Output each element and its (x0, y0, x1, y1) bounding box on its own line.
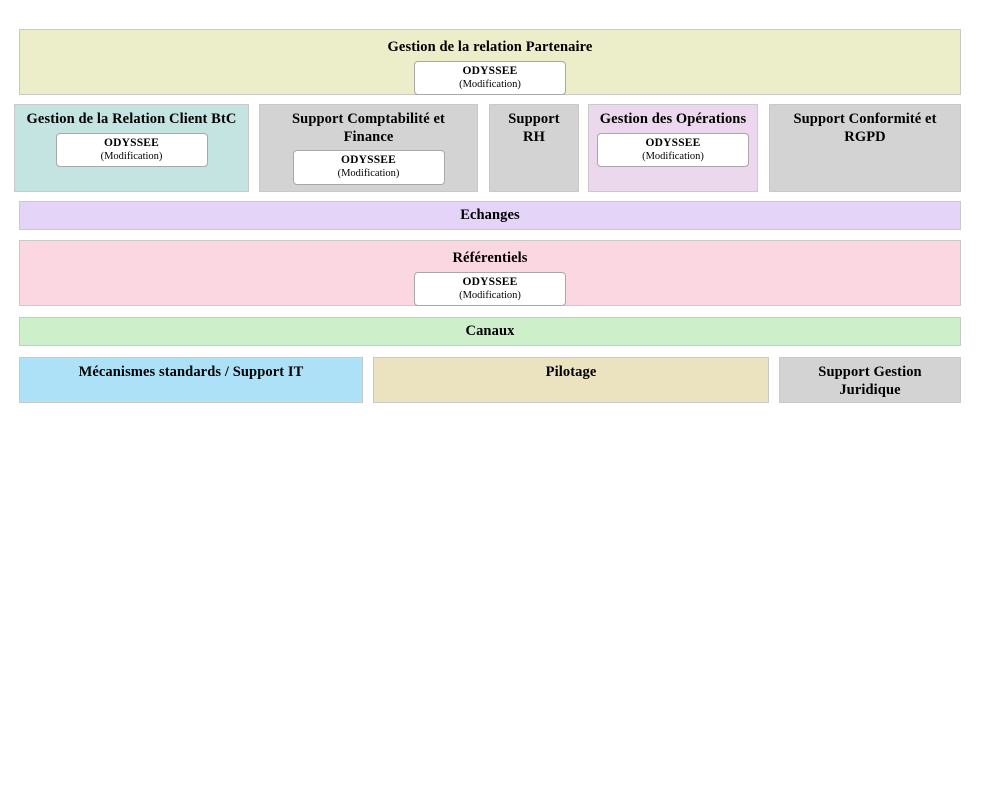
app-state: (Modification) (642, 150, 704, 162)
app-box-referentiels[interactable]: ODYSSEE(Modification) (414, 271, 566, 307)
app-state: (Modification) (337, 168, 400, 180)
block-gestion-relation-client-btc[interactable]: Gestion de la Relation Client BtC ODYSSEE… (14, 104, 249, 192)
app-box-gestion-des-operations[interactable]: ODYSSEE(Modification) (597, 132, 749, 168)
block-canaux[interactable]: Canaux (19, 317, 961, 346)
block-echanges[interactable]: Echanges (19, 201, 961, 230)
app-state: (Modification) (459, 78, 521, 90)
app-state: (Modification) (459, 289, 521, 301)
block-support-gestion-juridique[interactable]: Support Gestion Juridique (779, 357, 961, 403)
block-title-support-gestion-juridique: Support Gestion Juridique (818, 364, 922, 398)
app-box-support-comptabilite-finance[interactable]: ODYSSEE(Modification) (292, 150, 445, 185)
app-name: ODYSSEE (103, 136, 160, 149)
app-name: ODYSSEE (645, 136, 701, 149)
block-title-pilotage: Pilotage (545, 364, 597, 380)
block-title-gestion-relation-client-btc: Gestion de la Relation Client BtC (26, 111, 237, 127)
app-name: ODYSSEE (340, 154, 397, 167)
block-support-conformite-rgpd[interactable]: Support Conformité et RGPD (769, 104, 961, 192)
block-mecanismes-standards-support-it[interactable]: Mécanismes standards / Support IT (19, 357, 363, 403)
block-title-support-conformite-rgpd: Support Conformité et RGPD (793, 111, 937, 145)
block-support-rh[interactable]: Support RH (489, 104, 579, 192)
block-title-support-comptabilite-finance: Support Comptabilité et Finance (292, 111, 445, 145)
block-title-gestion-des-operations: Gestion des Opérations (599, 111, 747, 127)
block-title-referentiels: Référentiels (452, 250, 528, 266)
block-pilotage[interactable]: Pilotage (373, 357, 769, 403)
block-title-support-rh: Support RH (508, 111, 560, 145)
app-state: (Modification) (100, 150, 163, 162)
app-box-gestion-relation-client-btc[interactable]: ODYSSEE(Modification) (55, 132, 208, 168)
app-name: ODYSSEE (462, 275, 518, 288)
block-title-gestion-relation-partenaire: Gestion de la relation Partenaire (387, 39, 593, 55)
block-title-mecanismes-standards-support-it: Mécanismes standards / Support IT (78, 364, 304, 380)
block-title-canaux: Canaux (465, 322, 515, 339)
block-title-echanges: Echanges (460, 206, 520, 223)
app-name: ODYSSEE (462, 64, 518, 77)
app-box-gestion-relation-partenaire[interactable]: ODYSSEE(Modification) (414, 60, 566, 96)
